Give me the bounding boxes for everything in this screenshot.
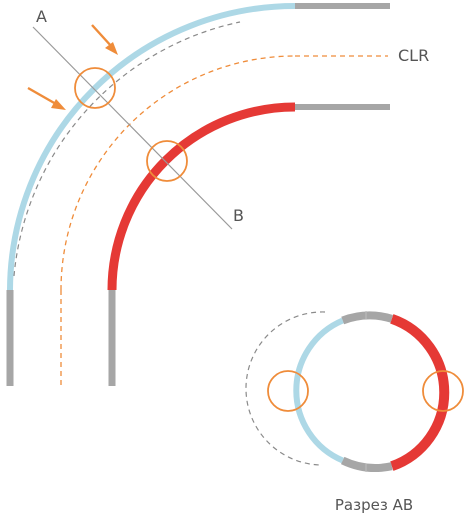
section-side-bottom [340, 456, 393, 472]
arrow-icon-upper [91, 24, 118, 55]
section-inner-marker-circle [422, 370, 464, 412]
section-outer-wall-thin [293, 317, 344, 464]
centerline-label: CLR [398, 46, 429, 65]
inner-wall-marker-circle [146, 140, 188, 182]
section-original-contour [245, 311, 326, 466]
arrow-icon-lower [27, 86, 66, 110]
section-inner-wall-thick [390, 314, 450, 471]
section-side-top [341, 311, 393, 325]
outer-original-contour [13, 21, 241, 277]
point-b-label: B [233, 206, 244, 225]
cross-section-ab [245, 311, 464, 472]
section-line-ab [32, 26, 233, 230]
outer-wall-marker-circle [74, 67, 116, 109]
section-outer-marker-circle [267, 370, 309, 412]
inner-bend-wall [107, 102, 296, 291]
point-a-label: A [36, 7, 47, 26]
section-caption: Разрез АВ [335, 496, 413, 514]
